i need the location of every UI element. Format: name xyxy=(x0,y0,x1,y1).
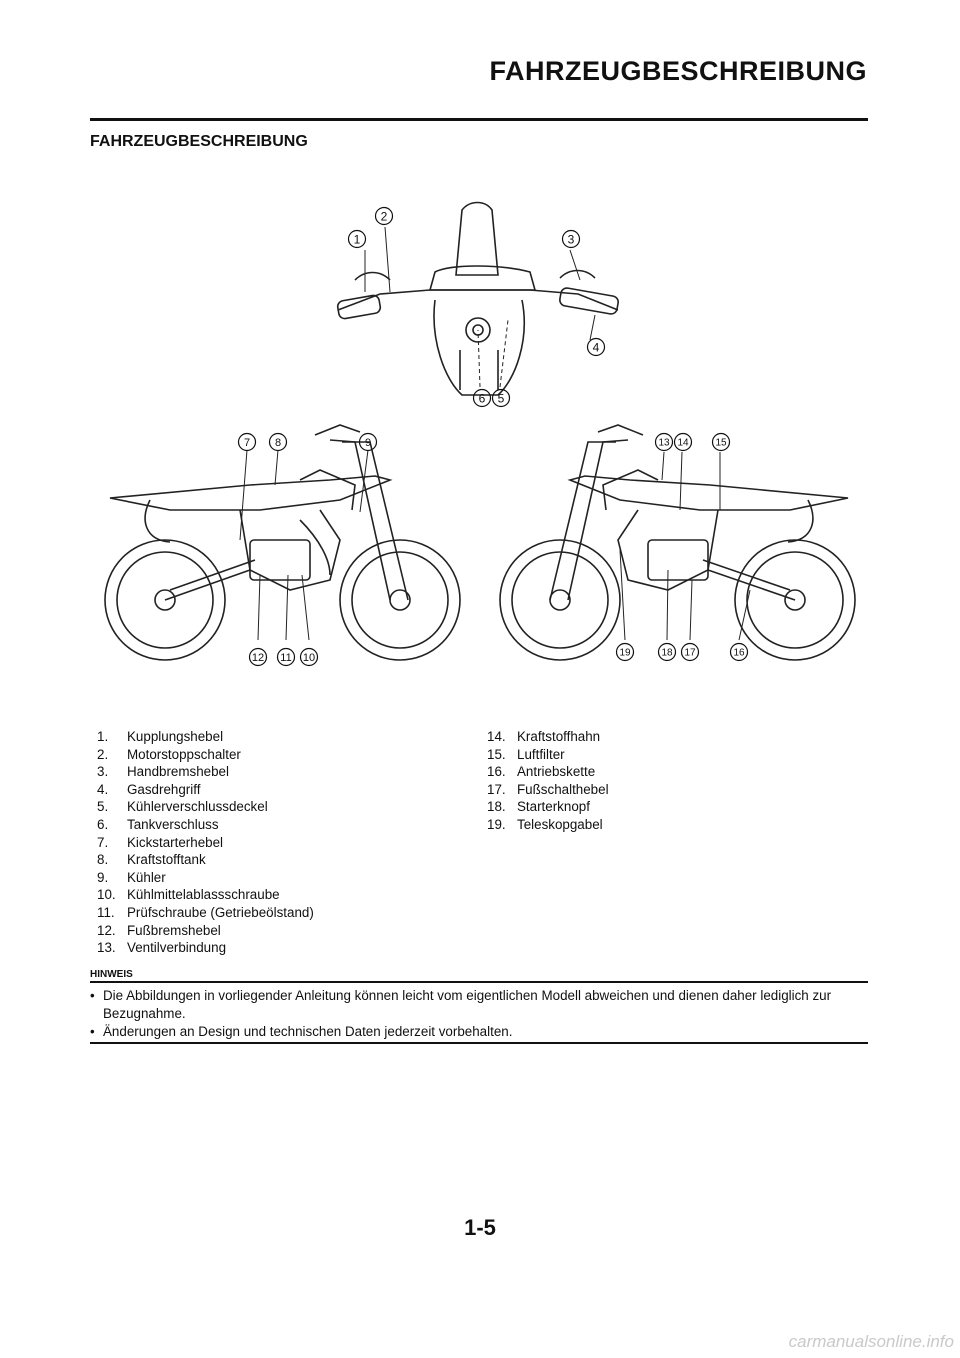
callout-1: 1 xyxy=(354,233,361,247)
parts-legend-left: 1.Kupplungshebel 2.Motorstoppschalter 3.… xyxy=(97,728,314,957)
note-heading: HINWEIS xyxy=(90,969,138,981)
callout-16: 16 xyxy=(733,648,745,659)
legend-item: 14.Kraftstoffhahn xyxy=(487,728,609,746)
legend-item: 13.Ventilverbindung xyxy=(97,939,314,957)
callout-13: 13 xyxy=(658,438,670,449)
parts-legend-right: 14.Kraftstoffhahn 15.Luftfilter 16.Antri… xyxy=(487,728,609,834)
note-list: • Die Abbildungen in vorliegender Anleit… xyxy=(90,987,868,1041)
legend-item: 7.Kickstarterhebel xyxy=(97,834,314,852)
callout-8: 8 xyxy=(275,437,281,449)
legend-item: 17.Fußschalthebel xyxy=(487,781,609,799)
legend-item: 1.Kupplungshebel xyxy=(97,728,314,746)
vehicle-illustration: 1 2 3 4 5 6 7 8 9 10 11 12 13 14 15 16 1… xyxy=(90,180,868,680)
callout-9: 9 xyxy=(365,437,371,449)
callout-5: 5 xyxy=(498,392,505,406)
note-header: HINWEIS xyxy=(90,969,868,983)
note-rule-top xyxy=(90,981,868,983)
legend-item: 8.Kraftstofftank xyxy=(97,851,314,869)
note-text: Die Abbildungen in vorliegender Anleitun… xyxy=(103,987,868,1023)
callout-19: 19 xyxy=(619,648,631,659)
watermark: carmanualsonline.info xyxy=(789,1332,954,1352)
bullet-icon: • xyxy=(90,1023,103,1041)
legend-item: 3.Handbremshebel xyxy=(97,763,314,781)
note-text: Änderungen an Design und technischen Dat… xyxy=(103,1023,512,1041)
bullet-icon: • xyxy=(90,987,103,1023)
legend-item: 6.Tankverschluss xyxy=(97,816,314,834)
legend-item: 9.Kühler xyxy=(97,869,314,887)
legend-item: 11.Prüfschraube (Getriebeölstand) xyxy=(97,904,314,922)
callout-2: 2 xyxy=(381,210,388,224)
callout-17: 17 xyxy=(684,648,696,659)
legend-item: 18.Starterknopf xyxy=(487,798,609,816)
callout-4: 4 xyxy=(593,341,600,355)
legend-item: 10.Kühlmittelablassschraube xyxy=(97,886,314,904)
legend-item: 2.Motorstoppschalter xyxy=(97,746,314,764)
legend-item: 4.Gasdrehgriff xyxy=(97,781,314,799)
legend-item: 16.Antriebskette xyxy=(487,763,609,781)
page-number: 1-5 xyxy=(0,1215,960,1241)
legend-item: 12.Fußbremshebel xyxy=(97,922,314,940)
right-side-view-drawing xyxy=(500,425,855,660)
callouts-top xyxy=(349,208,605,407)
callout-18: 18 xyxy=(661,648,673,659)
note-item: • Die Abbildungen in vorliegender Anleit… xyxy=(90,987,868,1023)
callout-3: 3 xyxy=(568,233,575,247)
callout-14: 14 xyxy=(677,438,689,449)
note-item: • Änderungen an Design und technischen D… xyxy=(90,1023,868,1041)
callout-12: 12 xyxy=(252,652,264,664)
callout-7: 7 xyxy=(244,437,250,449)
page-header-title: FAHRZEUGBESCHREIBUNG xyxy=(489,56,867,87)
callout-15: 15 xyxy=(715,438,727,449)
section-title: FAHRZEUGBESCHREIBUNG xyxy=(90,133,308,151)
legend-item: 5.Kühlerverschlussdeckel xyxy=(97,798,314,816)
top-view-handlebar-drawing xyxy=(337,203,619,396)
callouts-right xyxy=(617,434,748,661)
left-side-view-drawing xyxy=(105,425,460,660)
callout-11: 11 xyxy=(280,652,291,664)
header-rule xyxy=(90,118,868,121)
callout-6: 6 xyxy=(479,392,486,406)
note-rule-bottom xyxy=(90,1042,868,1044)
legend-item: 15.Luftfilter xyxy=(487,746,609,764)
callout-10: 10 xyxy=(303,652,315,664)
legend-item: 19.Teleskopgabel xyxy=(487,816,609,834)
